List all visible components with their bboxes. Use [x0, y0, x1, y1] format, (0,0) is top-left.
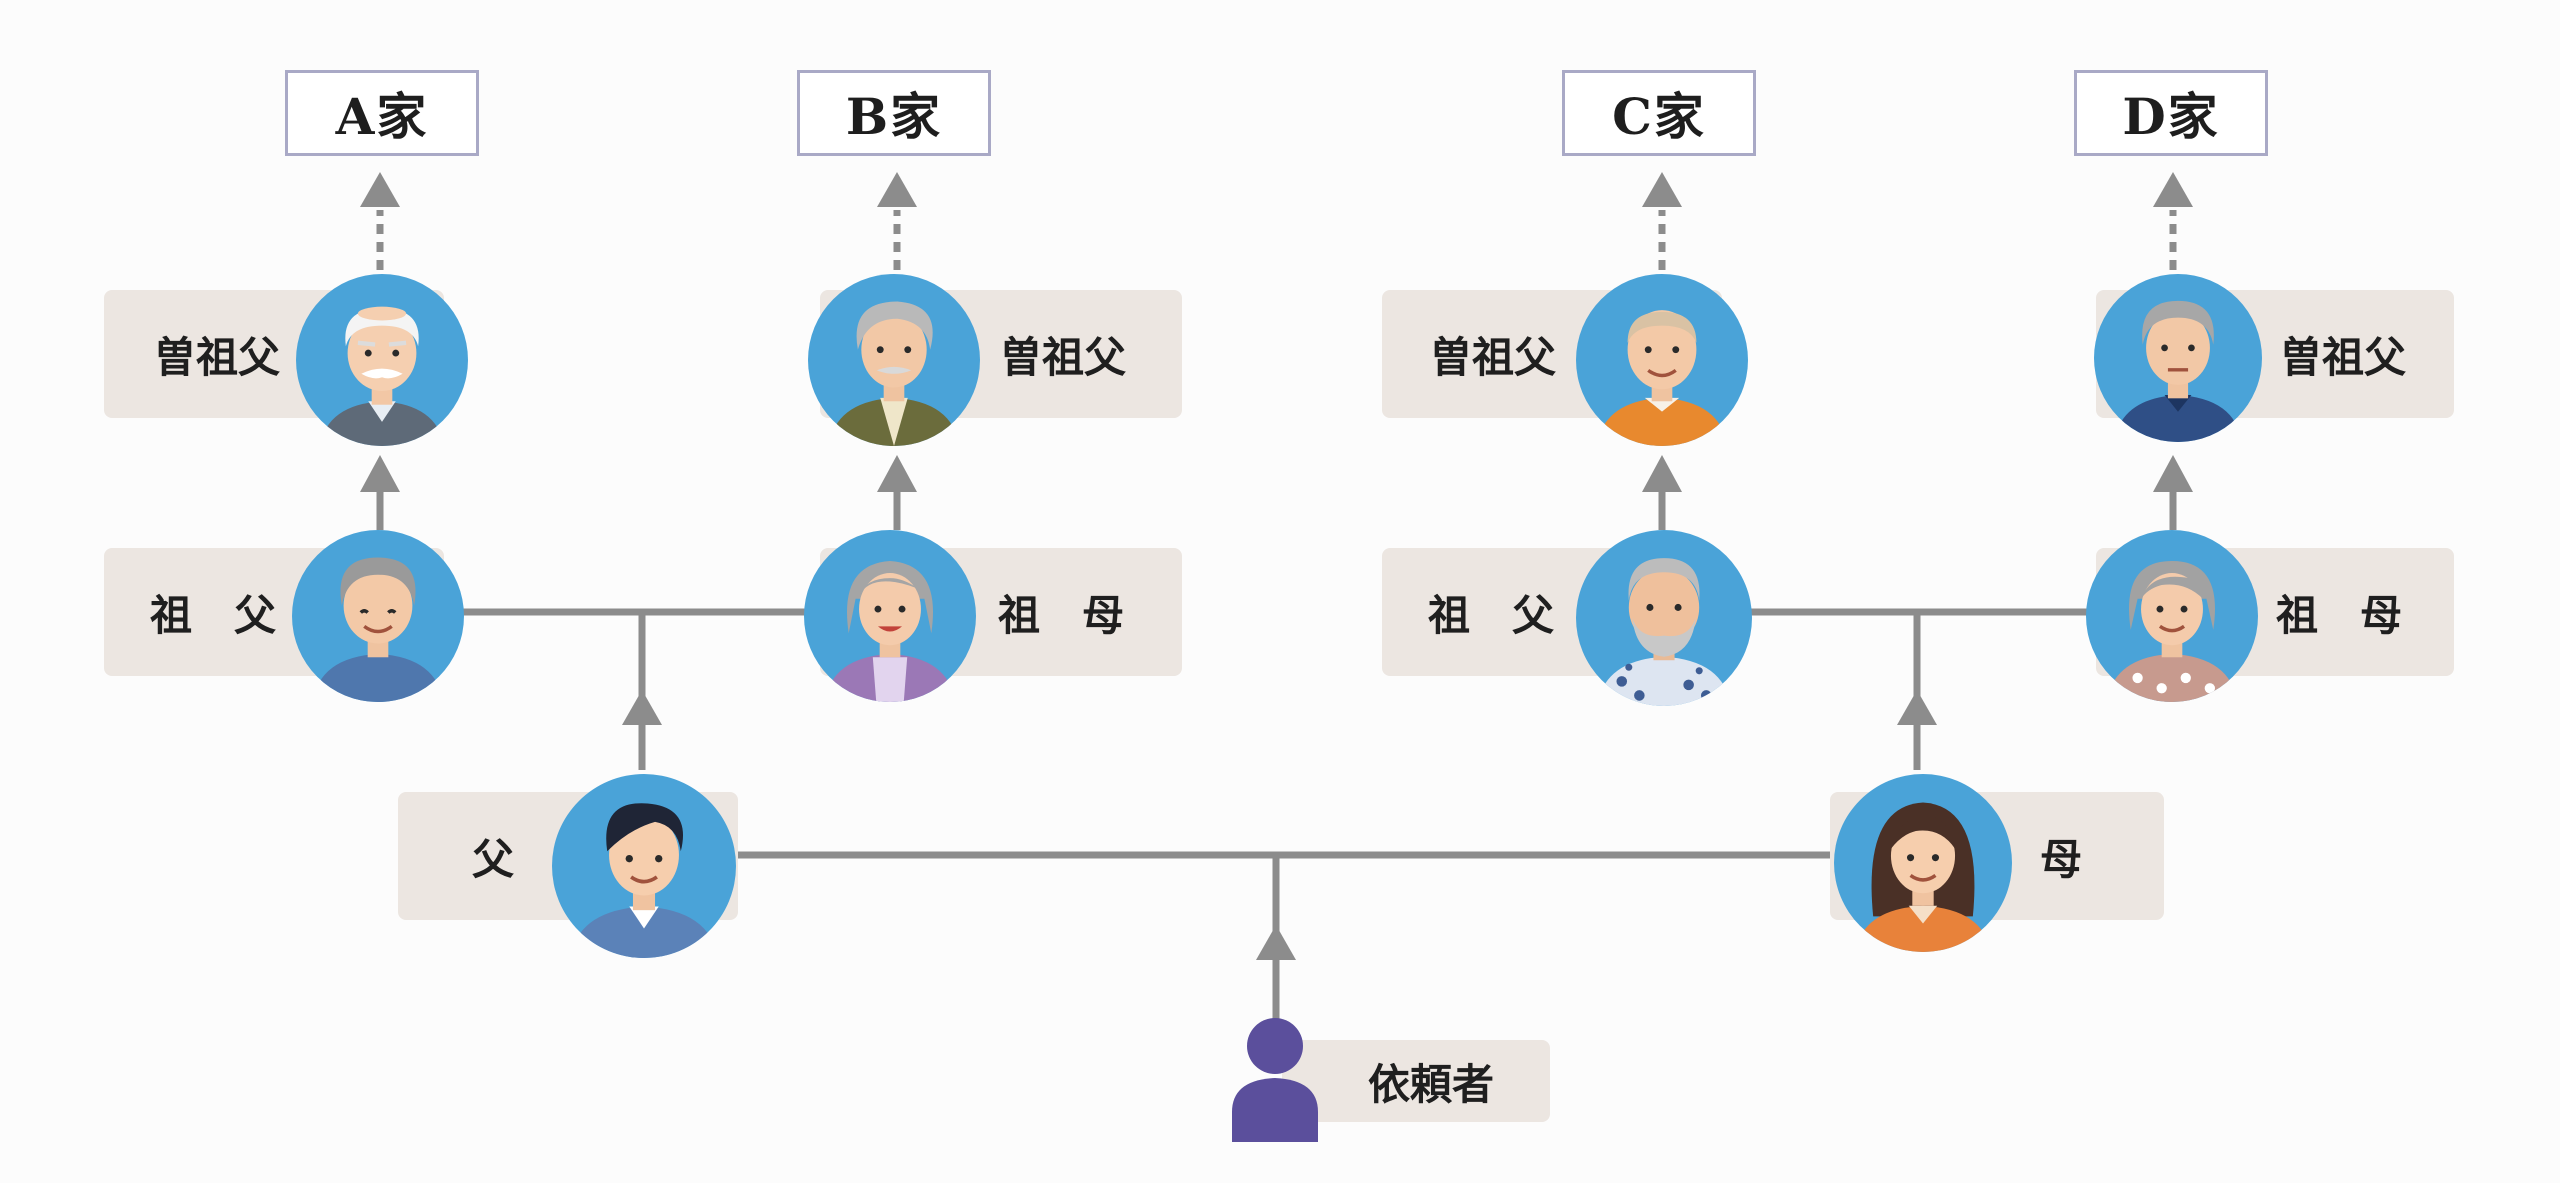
family-box-b: B家 [797, 70, 991, 156]
grandmother-floral-top-icon [2086, 530, 2258, 702]
family-label: D家 [2122, 87, 2220, 146]
family-label: B家 [845, 87, 943, 146]
grandmother-label: 祖 母 [998, 590, 1125, 640]
person-silhouette-icon [1230, 1016, 1320, 1142]
grandfather-label: 祖 父 [150, 590, 277, 640]
family-box-a: A家 [285, 70, 479, 156]
grandfather-blue-shirt-icon [292, 530, 464, 702]
family-label: A家 [335, 87, 429, 146]
elderly-man-orange-shirt-icon [1576, 274, 1748, 446]
client-label: 依頼者 [1368, 1059, 1495, 1109]
great-grandfather-label: 曽祖父 [154, 332, 281, 382]
family-label: C家 [1612, 87, 1706, 146]
family-box-d: D家 [2074, 70, 2268, 156]
great-grandfather-label: 曽祖父 [2280, 332, 2407, 382]
great-grandfather-label: 曽祖父 [1000, 332, 1127, 382]
elderly-man-mustache-icon [296, 274, 468, 446]
grandfather-label: 祖 父 [1428, 590, 1555, 640]
grandmother-label: 祖 母 [2276, 590, 2403, 640]
great-grandfather-label: 曽祖父 [1430, 332, 1557, 382]
family-box-c: C家 [1562, 70, 1756, 156]
client-card: 依頼者 [1282, 1040, 1550, 1122]
mother-label: 母 [2040, 834, 2083, 884]
elderly-man-navy-shirt-icon [2094, 274, 2262, 442]
father-icon [552, 774, 736, 958]
elderly-man-olive-jacket-icon [808, 274, 980, 446]
mother-icon [1834, 774, 2012, 952]
grandfather-beard-hawaiian-shirt-icon [1576, 530, 1752, 706]
grandmother-purple-cardigan-icon [804, 530, 976, 702]
father-label: 父 [472, 834, 515, 884]
